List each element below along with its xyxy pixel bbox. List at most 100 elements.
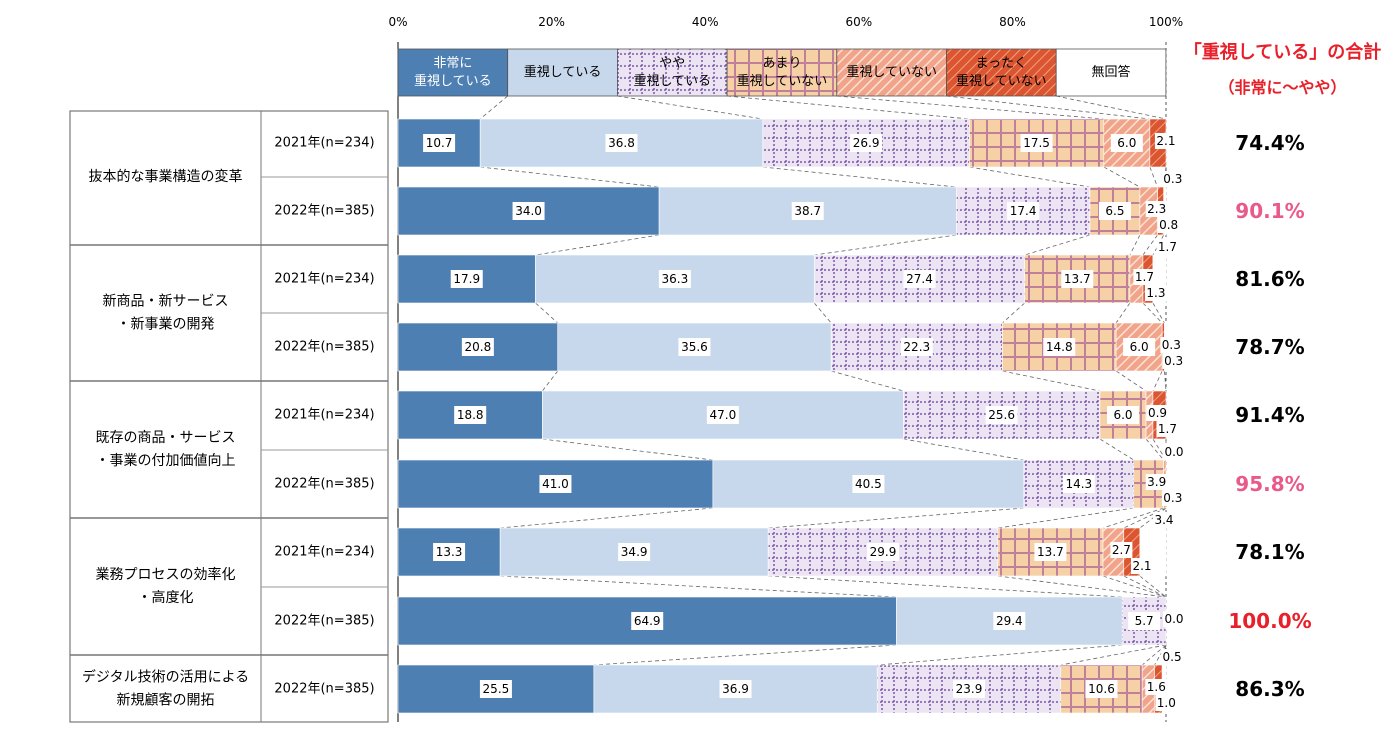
- legend-label: 重視していない: [956, 73, 1047, 89]
- value-label: 3.9: [1147, 475, 1166, 489]
- connector-line: [1149, 166, 1158, 188]
- value-label-bg: [1157, 217, 1180, 233]
- value-label-bg: [1106, 406, 1139, 424]
- value-label: 25.6: [988, 408, 1015, 422]
- value-label: 13.7: [1064, 272, 1091, 286]
- connector-line: [813, 302, 832, 324]
- category-label: 既存の商品・サービス: [96, 430, 236, 446]
- value-label: 0.9: [1148, 406, 1167, 420]
- connector-line: [1152, 370, 1163, 392]
- value-label: 0.0: [1164, 612, 1183, 626]
- value-label-bg: [1062, 475, 1095, 493]
- value-label: 6.0: [1130, 340, 1149, 354]
- value-label: 29.4: [996, 614, 1023, 628]
- category-label: ・新事業の開発: [117, 317, 215, 333]
- legend-label: 重視している: [414, 73, 492, 89]
- value-label: 64.9: [634, 614, 661, 628]
- connector-line: [593, 644, 897, 666]
- value-label-bg: [1144, 285, 1167, 301]
- category-label: 業務プロセスの効率化: [96, 566, 236, 583]
- value-label-bg: [850, 134, 883, 152]
- connector-line: [1024, 234, 1091, 256]
- value-label: 1.7: [1135, 270, 1154, 284]
- value-label: 36.8: [608, 136, 635, 150]
- value-label-bg: [512, 202, 545, 220]
- connector-line: [1115, 302, 1131, 324]
- connector-line: [500, 575, 897, 598]
- value-label-bg: [1020, 134, 1053, 152]
- value-label-bg: [605, 134, 638, 152]
- category-label: ・高度化: [138, 589, 194, 606]
- legend-swatch: [397, 48, 509, 97]
- total-value: 91.4%: [1235, 403, 1304, 427]
- connector-line: [768, 507, 1024, 529]
- connector-line: [997, 575, 1167, 598]
- value-label-bg: [1160, 337, 1183, 353]
- connector-line: [836, 95, 1104, 120]
- value-label: 1.6: [1147, 680, 1166, 694]
- legend-label: 非常に: [433, 56, 472, 71]
- connector-line: [1002, 370, 1101, 392]
- connector-line: [1129, 234, 1141, 256]
- total-value: 78.1%: [1235, 540, 1304, 564]
- value-label: 20.8: [465, 340, 492, 354]
- legend-swatch: [836, 48, 947, 97]
- value-label: 13.3: [436, 545, 463, 559]
- legend-swatch: [1055, 48, 1167, 97]
- value-label: 17.5: [1023, 136, 1050, 150]
- value-label: 26.9: [853, 136, 880, 150]
- value-label-bg: [1161, 490, 1184, 506]
- value-label-bg: [985, 406, 1018, 424]
- value-label: 40.5: [855, 477, 882, 491]
- x-tick-label: 40%: [692, 15, 719, 29]
- value-label-bg: [1162, 353, 1185, 369]
- value-label-bg: [479, 680, 512, 698]
- connector-line: [1099, 438, 1134, 461]
- connector-line: [1142, 234, 1158, 256]
- value-label-bg: [461, 338, 494, 356]
- connector-line: [1002, 302, 1025, 324]
- value-label-bg: [1110, 134, 1143, 152]
- connector-line: [1139, 507, 1167, 529]
- value-label-bg: [618, 543, 651, 561]
- value-label-bg: [1153, 512, 1175, 528]
- value-label: 1.7: [1158, 240, 1177, 254]
- category-label: ・事業の付加価値向上: [96, 453, 236, 469]
- year-label: 2021年(n=234): [274, 408, 374, 423]
- value-label-bg: [1154, 133, 1177, 149]
- value-label-bg: [678, 338, 711, 356]
- value-label-bg: [1163, 611, 1185, 627]
- value-label: 18.8: [457, 408, 484, 422]
- connector-line: [1056, 95, 1167, 120]
- value-label-bg: [903, 270, 936, 288]
- value-label-bg: [791, 202, 824, 220]
- value-label: 10.6: [1088, 682, 1115, 696]
- value-label-bg: [1156, 239, 1179, 255]
- connector-line: [1139, 575, 1167, 598]
- value-label: 35.6: [681, 340, 708, 354]
- value-label: 6.0: [1117, 136, 1136, 150]
- summary-title: 「重視している」の合計: [1183, 42, 1382, 63]
- value-label-bg: [1133, 269, 1156, 285]
- connector-line: [727, 95, 970, 120]
- year-label: 2022年(n=385): [274, 204, 374, 219]
- value-label: 6.0: [1113, 408, 1132, 422]
- connector-line: [535, 234, 660, 256]
- value-label: 5.7: [1135, 614, 1154, 628]
- connector-line: [877, 644, 1123, 666]
- value-label: 1.0: [1157, 696, 1176, 710]
- category-label: 新商品・新サービス: [103, 294, 229, 310]
- connector-line: [1154, 644, 1167, 666]
- total-value: 95.8%: [1235, 472, 1304, 496]
- value-label: 22.3: [903, 340, 930, 354]
- year-label: 2022年(n=385): [274, 682, 374, 697]
- value-label-bg: [423, 134, 456, 152]
- legend-label: 重視していない: [737, 73, 828, 89]
- value-label-bg: [866, 543, 899, 561]
- value-label: 10.7: [426, 136, 453, 150]
- summary-subtitle: （非常に～やや）: [1218, 78, 1347, 97]
- value-label-bg: [1145, 201, 1168, 217]
- connector-line: [903, 438, 1024, 461]
- value-label: 38.7: [794, 204, 821, 218]
